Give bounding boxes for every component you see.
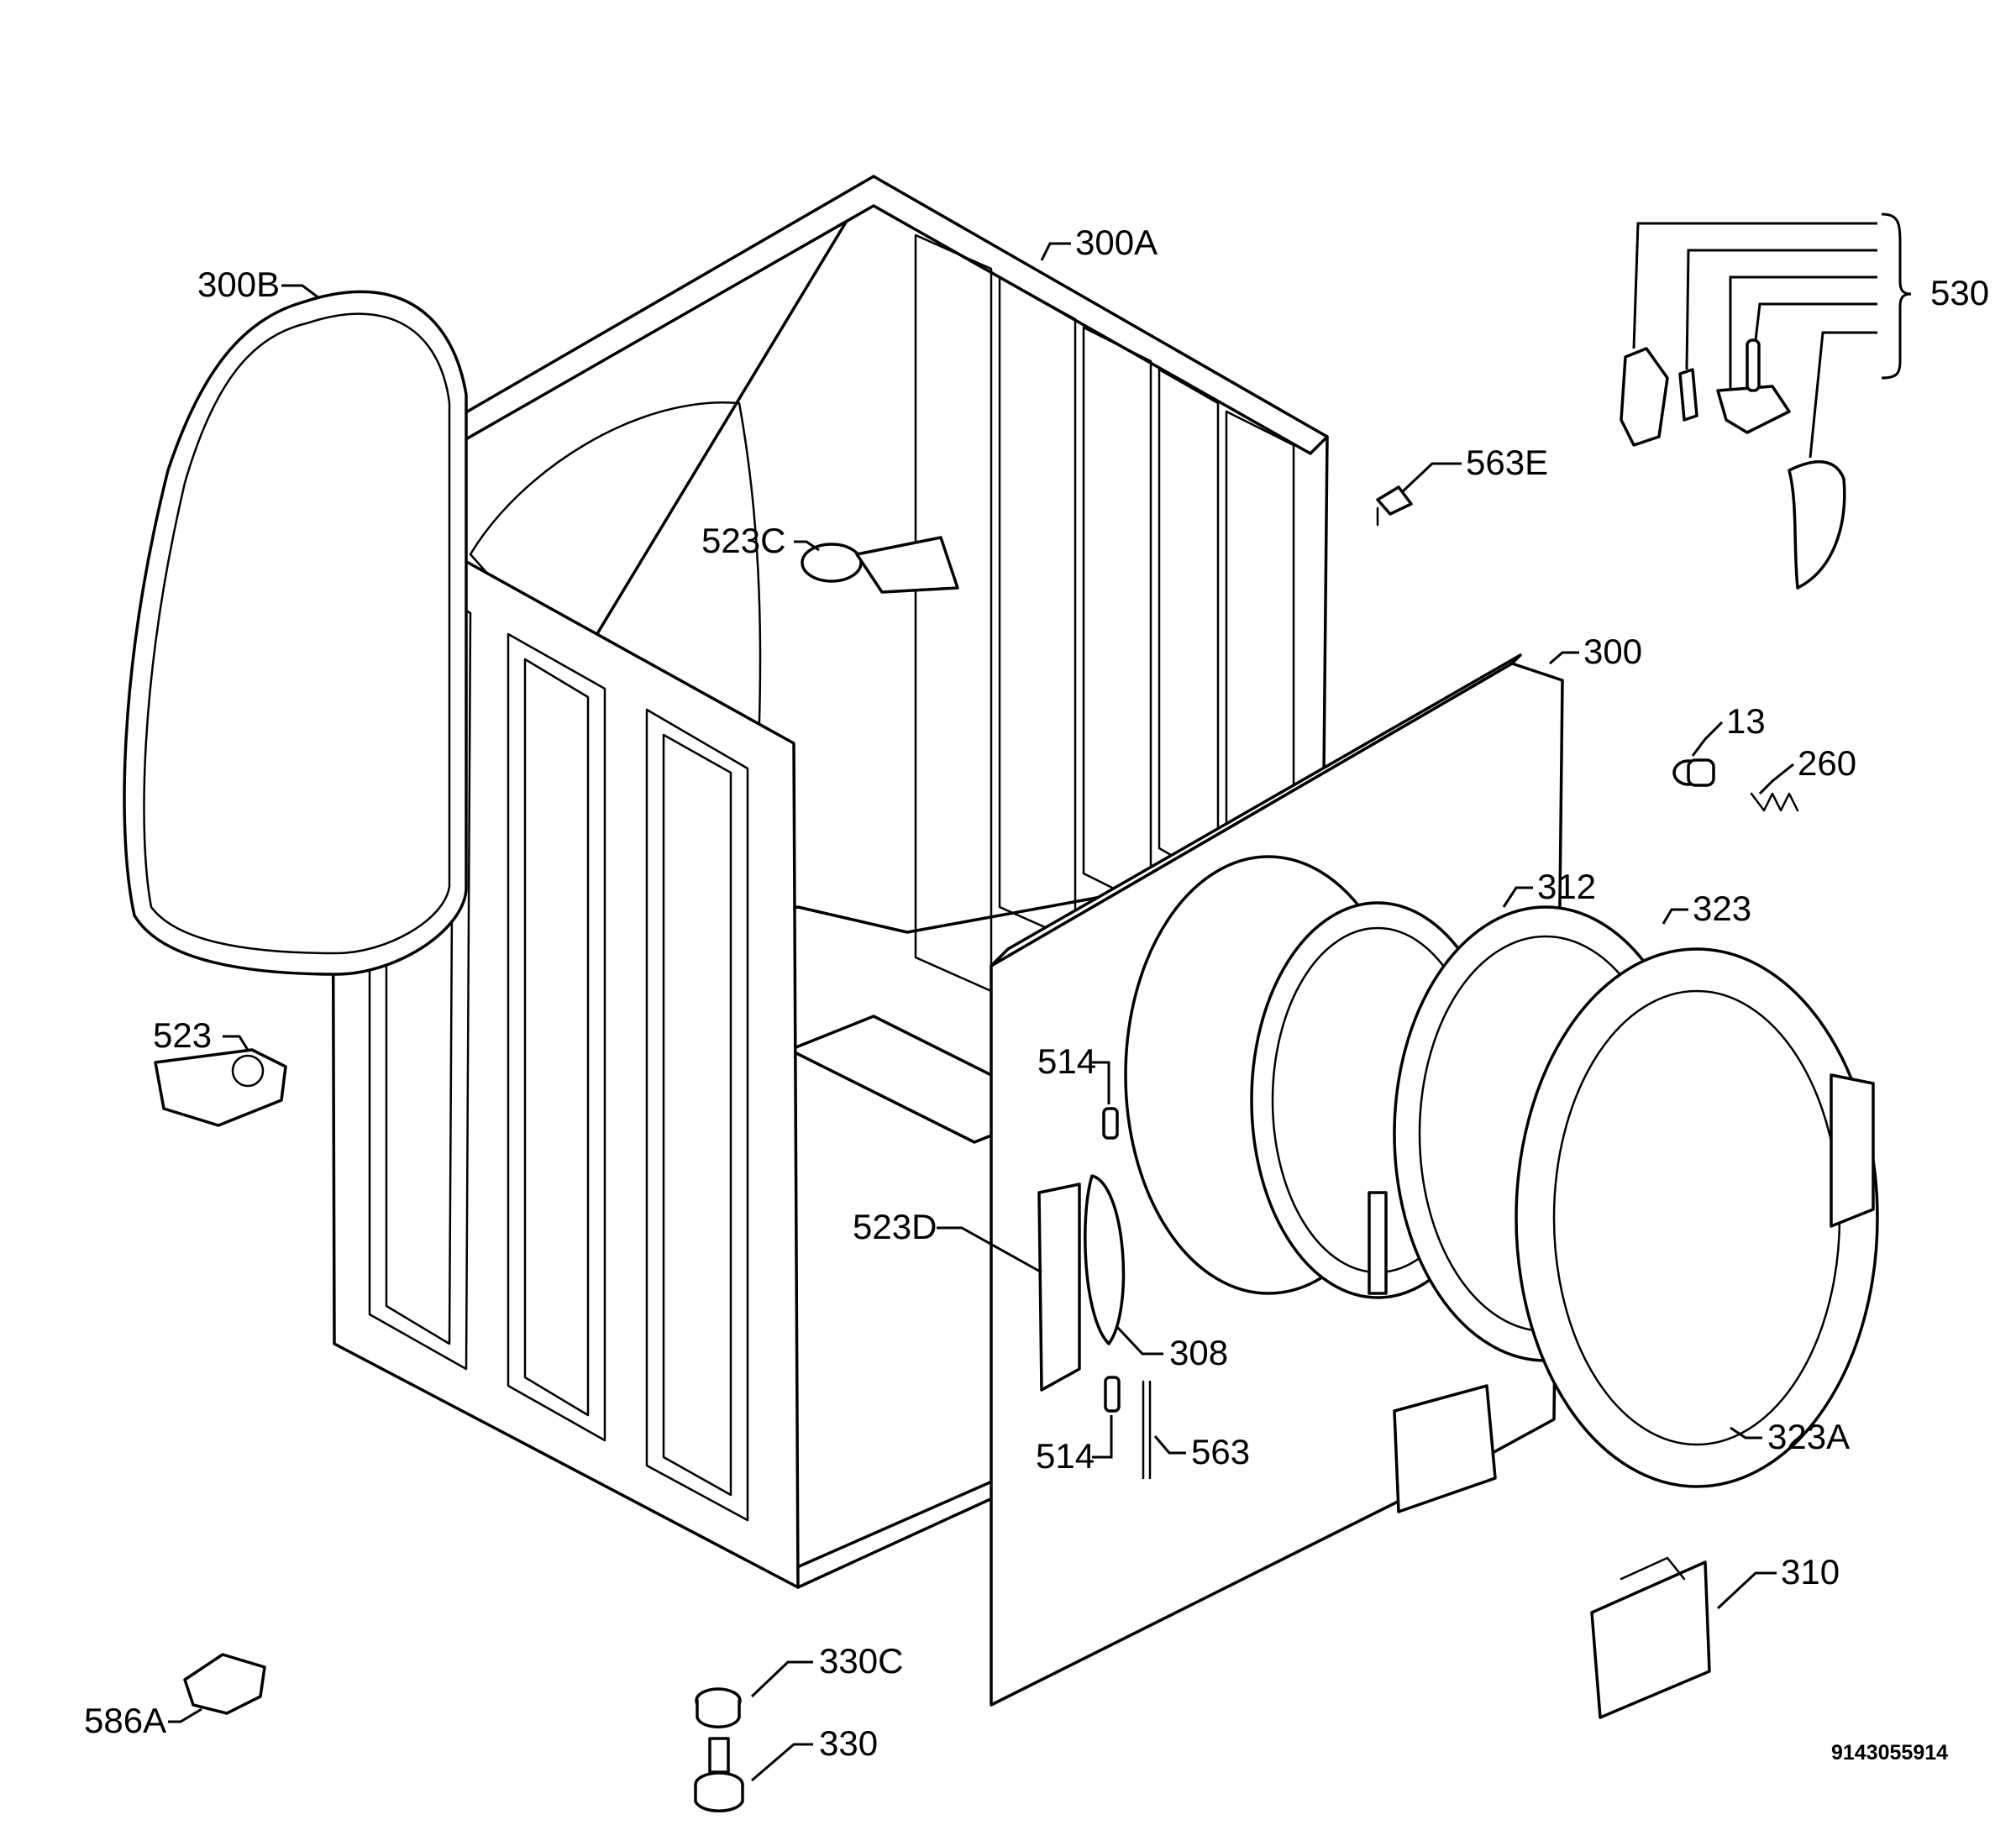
callout-563: 563 bbox=[1191, 1432, 1250, 1471]
callout-323a: 323A bbox=[1767, 1417, 1850, 1456]
hinge-308-part bbox=[1084, 1174, 1126, 1345]
hinge-bracket-523d-part bbox=[1037, 1183, 1081, 1392]
leader-lines bbox=[168, 212, 1912, 1782]
callout-586a: 586A bbox=[84, 1701, 166, 1740]
callout-300a: 300A bbox=[1075, 223, 1158, 262]
door-outer-ring-323a-part bbox=[1515, 947, 1879, 1488]
screw-514-top-part bbox=[1102, 1107, 1119, 1140]
callout-300: 300 bbox=[1583, 632, 1642, 671]
callout-514-top: 514 bbox=[1037, 1041, 1096, 1081]
callout-514-bottom: 514 bbox=[1036, 1436, 1095, 1476]
hinge-set-530-part bbox=[1620, 338, 1846, 590]
callout-312: 312 bbox=[1537, 867, 1596, 906]
callout-523d: 523D bbox=[853, 1207, 937, 1246]
pin-563-part bbox=[1142, 1380, 1152, 1480]
callout-323: 323 bbox=[1693, 889, 1751, 928]
foot-cap-330c-part bbox=[695, 1687, 742, 1728]
foot-330-part bbox=[694, 1737, 744, 1812]
clip-563e-part bbox=[1376, 485, 1413, 527]
callout-labels: 300B 300A 530 563E 523C 300 13 260 312 3… bbox=[84, 223, 1989, 1763]
callout-523c: 523C bbox=[701, 521, 785, 560]
document-id: 9143055914 bbox=[1831, 1741, 1948, 1765]
service-flap-310-part bbox=[1590, 1556, 1711, 1719]
callout-523: 523 bbox=[153, 1015, 212, 1055]
bracket-523-part bbox=[154, 1048, 287, 1127]
callout-300b: 300B bbox=[197, 265, 280, 304]
callout-308: 308 bbox=[1169, 1333, 1228, 1372]
callout-563e: 563E bbox=[1466, 443, 1548, 482]
screw-514-bottom-part bbox=[1104, 1376, 1121, 1413]
spring-260-part bbox=[1750, 792, 1799, 812]
bracket-586a-part bbox=[183, 1653, 266, 1715]
callout-13: 13 bbox=[1726, 701, 1766, 741]
callout-330: 330 bbox=[819, 1723, 878, 1763]
callout-310: 310 bbox=[1781, 1552, 1840, 1592]
bushing-13-part bbox=[1672, 758, 1715, 787]
hose-clamp-523c-part bbox=[801, 536, 959, 594]
rear-seal-cover-part bbox=[123, 290, 468, 976]
callout-530: 530 bbox=[1930, 273, 1989, 312]
callout-260: 260 bbox=[1798, 743, 1856, 783]
callout-330c: 330C bbox=[819, 1641, 903, 1681]
